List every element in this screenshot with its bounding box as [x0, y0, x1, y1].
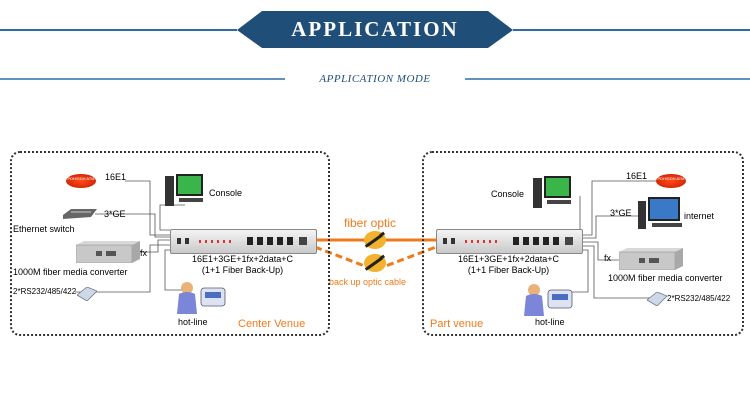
part-e1-line: [580, 180, 660, 236]
part-device-line1: 16E1+3GE+1fx+2data+C: [457, 254, 560, 264]
part-serial-line: [580, 245, 660, 299]
part-fx-label: fx: [604, 253, 612, 263]
center-fx-label: fx: [140, 248, 148, 258]
center-e1-label: 16E1: [105, 172, 127, 182]
part-console-label: Console: [491, 189, 525, 199]
center-device-ports: [177, 237, 307, 245]
center-hotline-icon: [177, 282, 226, 314]
center-serial-label: 2*RS232/485/422: [13, 287, 77, 296]
center-venue-name: Center Venue: [238, 318, 306, 330]
subtitle-lines: [0, 78, 750, 80]
center-main-device: [170, 229, 317, 254]
ethernet-switch-icon: [63, 209, 97, 219]
fiber-connector-icon: [364, 231, 386, 249]
backup-optic-label: back up optic cable: [329, 277, 407, 287]
center-serial-device-icon: [77, 287, 97, 301]
part-venue-box: [422, 151, 744, 336]
banner-shape: [237, 11, 513, 48]
center-media-converter-label: 1000M fiber media converter: [13, 267, 128, 277]
center-ge-label: 3*GE: [104, 209, 126, 219]
part-device-line2: (1+1 Fiber Back-Up): [467, 265, 550, 275]
part-serial-label: 2*RS232/485/422: [667, 294, 731, 303]
fiber-optic-label: fiber optic: [344, 216, 397, 230]
part-serial-device-icon: [647, 292, 667, 306]
internet-computer-icon: [638, 197, 682, 229]
center-device-line1: 16E1+3GE+1fx+2data+C: [191, 254, 294, 264]
center-e1-line: [125, 180, 170, 236]
center-device-line2: (1+1 Fiber Back-Up): [201, 265, 284, 275]
center-console-icon: [165, 174, 203, 206]
part-e1-label: 16E1: [626, 171, 648, 181]
part-tdm-badge: PDH/SDH ATM: [656, 174, 686, 188]
center-fx-line: [140, 239, 170, 253]
banner-title: APPLICATION: [291, 17, 459, 41]
part-hotline-line: [560, 249, 589, 293]
internet-label: internet: [684, 211, 715, 221]
center-serial-line: [75, 244, 170, 293]
section-subtitle: APPLICATION MODE: [319, 73, 431, 85]
center-venue-box: [10, 151, 330, 336]
part-hotline-icon: [524, 284, 573, 316]
header: APPLICATION: [0, 0, 750, 70]
part-media-converter-label: 1000M fiber media converter: [608, 273, 723, 283]
center-hotline-label: hot-line: [178, 317, 208, 327]
part-main-device: [436, 229, 583, 254]
center-device-caption: 16E1+3GE+1fx+2data+C (1+1 Fiber Back-Up): [170, 254, 315, 276]
part-console-icon: [533, 176, 571, 208]
part-device-ports: [443, 237, 573, 245]
center-tdm-badge: PDH/SDH ATM: [66, 174, 96, 188]
part-ge-line: [580, 215, 638, 239]
center-media-converter-icon: [76, 241, 140, 263]
center-ge-line: [95, 213, 170, 238]
ethernet-switch-label: Ethernet switch: [13, 224, 75, 234]
center-hotline-line: [164, 249, 190, 291]
center-console-label: Console: [209, 188, 243, 198]
part-hotline-label: hot-line: [535, 317, 565, 327]
part-device-caption: 16E1+3GE+1fx+2data+C (1+1 Fiber Back-Up): [436, 254, 581, 276]
part-media-converter-icon: [619, 248, 683, 270]
part-fx-line: [580, 241, 620, 261]
part-ge-label: 3*GE: [610, 208, 632, 218]
backup-connector-icon: [364, 254, 386, 272]
header-graphic: [0, 11, 750, 48]
part-venue-name: Part venue: [430, 318, 484, 330]
